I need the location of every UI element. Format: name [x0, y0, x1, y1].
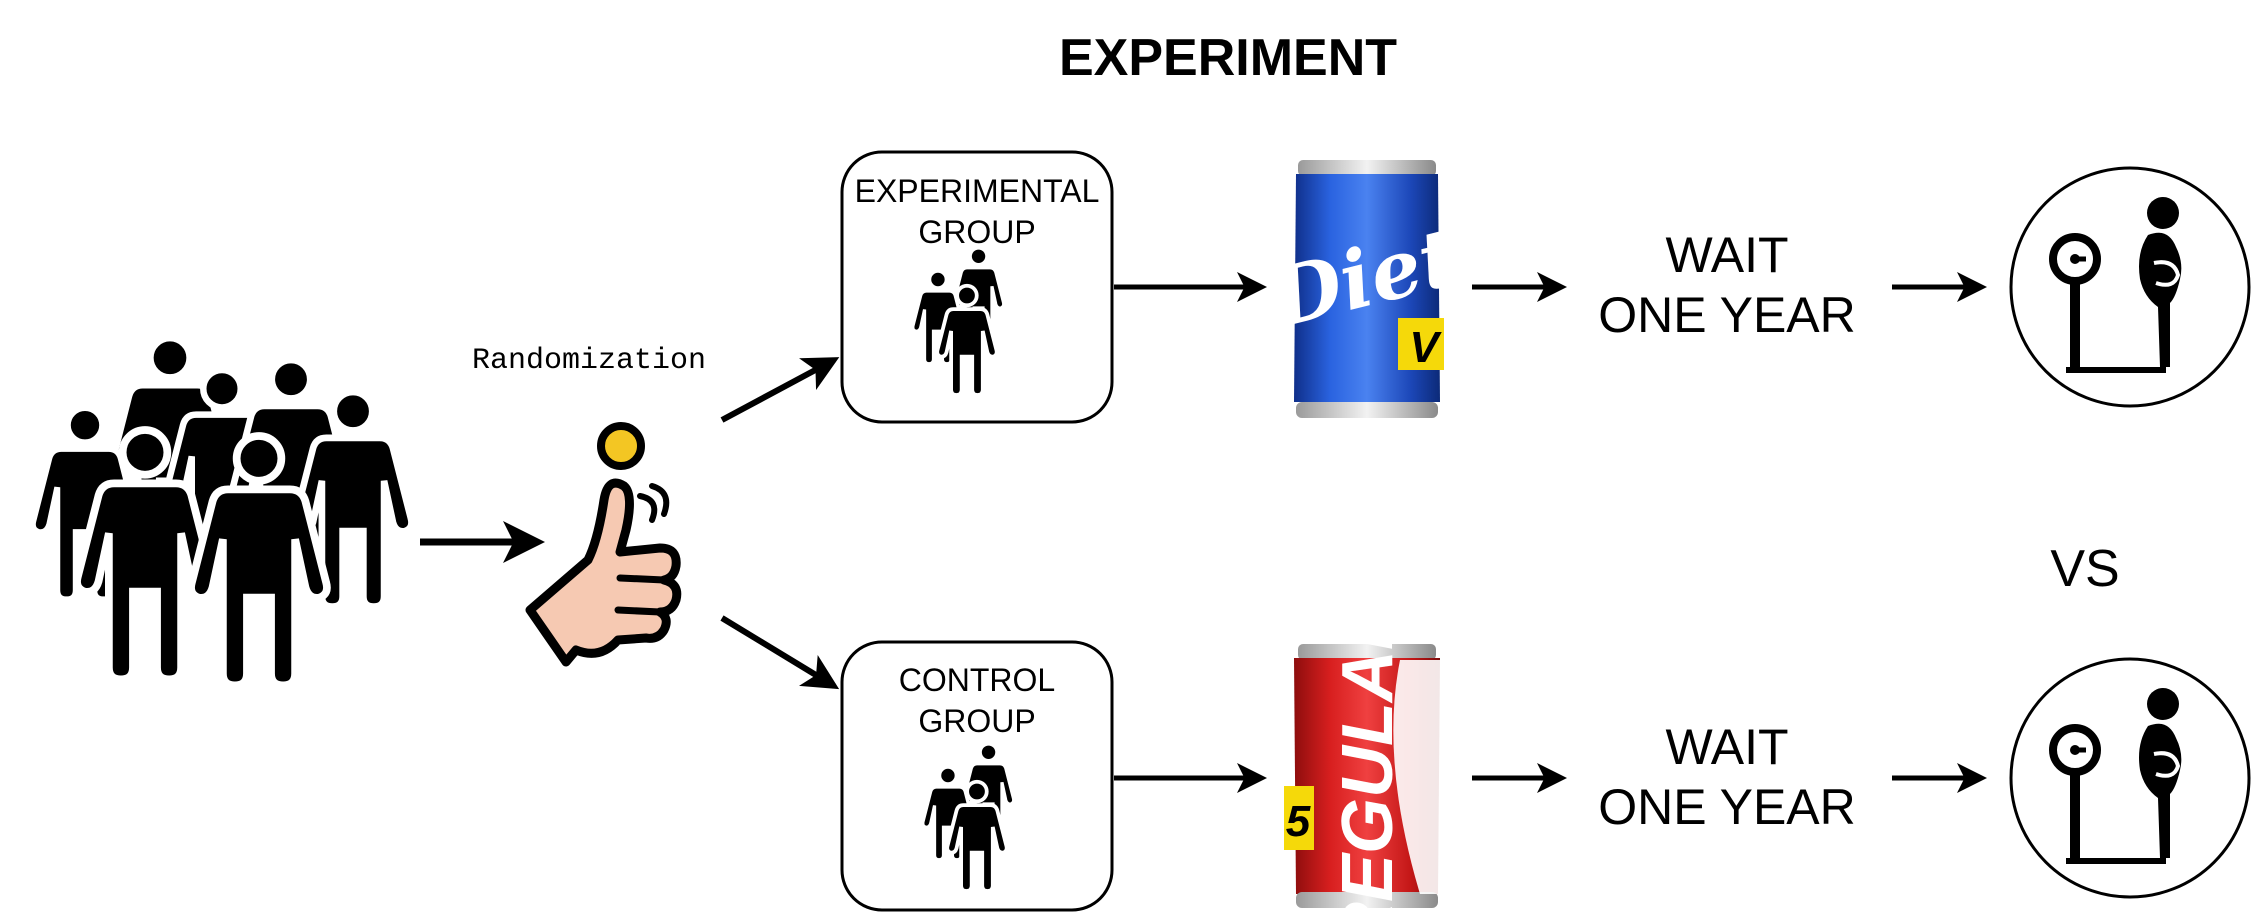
diagram-title: EXPERIMENT [1059, 29, 1397, 87]
control-group-label-line2: GROUP [918, 703, 1035, 739]
experimental-group-box: EXPERIMENTAL GROUP [840, 150, 1114, 424]
regular-can-image: REGULAR 5 [1284, 598, 1440, 912]
arrow-to-experimental-group [720, 357, 840, 423]
crowd-icon [33, 338, 412, 685]
wait-top-line2: ONE YEAR [1598, 287, 1856, 343]
regular-can-tag: 5 [1286, 797, 1311, 846]
vs-label: VS [2050, 540, 2119, 598]
randomization-label: Randomization [472, 344, 706, 378]
weighing-scale-person-icon [2011, 659, 2249, 897]
wait-top-line1: WAIT [1665, 227, 1788, 283]
diet-can-image: Diet V [1261, 160, 1467, 418]
hand-coin-flip-icon [525, 422, 682, 667]
control-group-box: CONTROL GROUP [840, 640, 1114, 912]
diet-can-tag: V [1409, 323, 1442, 372]
weighing-scale-person-icon [2011, 168, 2249, 406]
experimental-group-label-line1: EXPERIMENTAL [855, 173, 1100, 209]
wait-bottom-line1: WAIT [1665, 719, 1788, 775]
experimental-group-label-line2: GROUP [918, 214, 1035, 250]
arrow-to-control-group [720, 615, 840, 690]
control-group-label-line1: CONTROL [899, 662, 1055, 698]
wait-bottom-line2: ONE YEAR [1598, 779, 1856, 835]
regular-can-brand: REGULAR [1328, 598, 1408, 912]
